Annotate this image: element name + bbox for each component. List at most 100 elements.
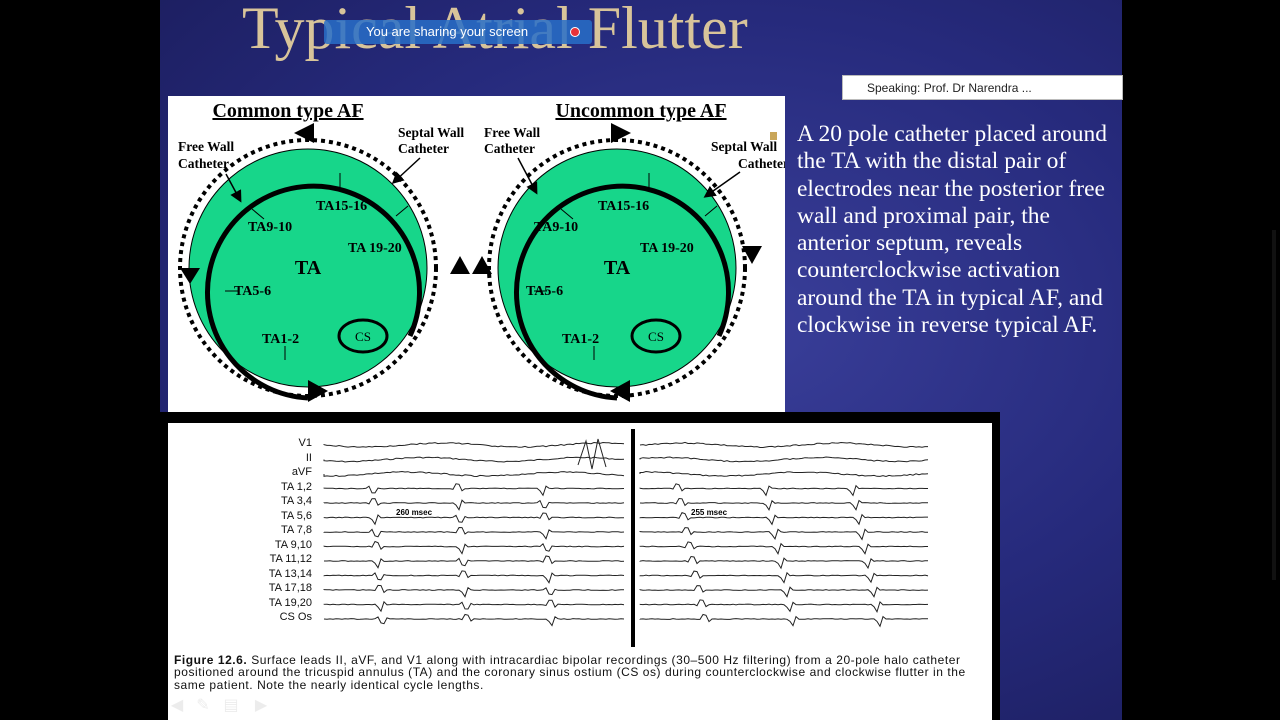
left-ta-label: TA xyxy=(295,257,322,279)
lead-label: V1 xyxy=(298,437,312,449)
lead-label: TA 7,8 xyxy=(281,524,312,536)
right-electrode-label: TA1-2 xyxy=(562,332,599,347)
corner-marker xyxy=(770,132,777,140)
lead-trace xyxy=(639,599,929,614)
lead-trace xyxy=(323,483,625,497)
left-up-arrow-icon xyxy=(450,256,470,274)
slide-nav-controls: ◀ ✎ ▤ ▶ xyxy=(166,694,278,716)
right-electrode-label: TA15-16 xyxy=(598,199,649,214)
right-bottom-arrow-icon xyxy=(610,380,630,402)
right-ta-label: TA xyxy=(604,257,631,279)
left-cs-ring xyxy=(337,318,389,354)
lead-label: II xyxy=(305,451,312,464)
lead-trace xyxy=(323,456,625,463)
lead-label: TA 17,18 xyxy=(268,582,312,594)
left-cs-label: CS xyxy=(355,329,371,344)
lead-trace xyxy=(639,570,929,584)
lead-trace xyxy=(323,498,625,511)
lead-trace xyxy=(323,470,625,478)
record-dot-icon[interactable] xyxy=(570,27,580,37)
explanation-text: A 20 pole catheter placed around the TA … xyxy=(797,121,1107,339)
lead-trace xyxy=(323,540,625,555)
right-electrode-label: TA5-6 xyxy=(526,284,563,299)
left-septal-wall-label: Septal Wall xyxy=(398,125,464,140)
lead-label: TA 3,4 xyxy=(281,495,312,507)
right-top-arrow-icon xyxy=(611,123,631,143)
lead-trace xyxy=(323,570,625,584)
recording-separator xyxy=(631,429,635,647)
lead-trace xyxy=(639,541,928,556)
figure-caption: Figure 12.6. Surface leads II, aVF, and … xyxy=(174,654,986,691)
speaking-indicator: Speaking: Prof. Dr Narendra ... xyxy=(842,75,1123,100)
lead-trace xyxy=(639,511,928,526)
right-edge-strip xyxy=(1272,230,1276,580)
lead-label: TA 13,14 xyxy=(268,567,312,580)
left-free-wall-label: Free Wall xyxy=(178,139,234,154)
left-down-arrow-icon xyxy=(180,268,200,284)
left-top-arrow-icon xyxy=(294,123,314,143)
lead-label: TA 11,12 xyxy=(269,553,312,565)
left-halo-catheter xyxy=(205,183,422,401)
right-down-arrow-icon xyxy=(742,246,762,264)
lead-trace xyxy=(324,555,625,569)
lead-label: aVF xyxy=(291,466,312,478)
caption-label: Figure 12.6. xyxy=(174,653,248,667)
right-septal-wall-label: Septal Wall xyxy=(711,139,777,154)
right-halo-catheter xyxy=(514,183,731,401)
left-septal-wall-label: Catheter xyxy=(398,141,449,156)
lead-trace xyxy=(639,497,928,512)
lead-trace xyxy=(639,456,929,463)
right-septal-wall-label: Catheter xyxy=(738,156,785,171)
slide: Typical Atrial Flutter Common type AF TA… xyxy=(160,0,1122,720)
lead-trace xyxy=(323,526,625,540)
lead-label: TA 9,10 xyxy=(274,538,312,551)
left-electrode-label: TA 19-20 xyxy=(348,241,402,256)
menu-icon[interactable]: ▤ xyxy=(223,695,239,714)
right-heading: Uncommon type AF xyxy=(555,100,726,122)
left-panel: Common type AF TA15-16 TA9-10 TA 19-20 T… xyxy=(178,100,470,402)
left-bottom-arrow-icon xyxy=(308,380,328,402)
lead-label: TA 5,6 xyxy=(281,509,312,522)
lead-trace xyxy=(323,441,625,448)
right-free-wall-label: Free Wall xyxy=(484,125,540,140)
left-electrode-label: TA1-2 xyxy=(262,332,299,347)
lead-trace xyxy=(639,555,928,570)
v1-peak xyxy=(577,438,607,470)
right-cs-label: CS xyxy=(648,329,664,344)
lead-trace xyxy=(639,585,929,598)
left-heading: Common type AF xyxy=(212,100,363,122)
right-electrode-label: TA 19-20 xyxy=(640,241,694,256)
right-panel: Uncommon type AF TA15-16 TA9-10 TA 19-20… xyxy=(472,100,789,402)
diagram-svg: Common type AF TA15-16 TA9-10 TA 19-20 T… xyxy=(178,100,789,402)
lead-trace xyxy=(323,599,625,613)
lead-trace xyxy=(639,527,928,541)
lead-trace xyxy=(639,613,929,628)
right-up-arrow-icon xyxy=(472,256,492,274)
lead-label: TA 19,20 xyxy=(268,596,312,609)
previous-slide-icon[interactable]: ◀ xyxy=(170,695,184,714)
tricuspid-annulus-diagram: Common type AF TA15-16 TA9-10 TA 19-20 T… xyxy=(168,96,789,412)
caption-text: Surface leads II, aVF, and V1 along with… xyxy=(174,653,966,692)
left-interval-label: 260 msec xyxy=(396,508,433,517)
left-electrode-label: TA5-6 xyxy=(234,284,271,299)
electrogram-traces: 260 msec 255 msec xyxy=(323,429,929,647)
lead-trace xyxy=(323,584,624,598)
lead-label: CS Os xyxy=(279,611,312,623)
lead-trace xyxy=(323,613,625,627)
next-slide-icon[interactable]: ▶ xyxy=(254,695,268,714)
screen-share-text: You are sharing your screen xyxy=(366,24,529,39)
left-electrode-label: TA15-16 xyxy=(316,199,367,214)
left-free-wall-label: Catheter xyxy=(178,156,229,171)
right-free-wall-label: Catheter xyxy=(484,141,535,156)
screen-share-banner[interactable]: You are sharing your screen xyxy=(324,20,592,44)
lead-label: TA 1,2 xyxy=(281,480,312,493)
left-electrode-label: TA9-10 xyxy=(248,220,292,235)
lead-trace xyxy=(323,512,625,526)
right-interval-label: 255 msec xyxy=(691,508,728,517)
pen-icon[interactable]: ✎ xyxy=(196,695,210,714)
lead-trace xyxy=(639,470,929,478)
lead-trace xyxy=(639,441,928,448)
lead-trace xyxy=(639,483,928,497)
